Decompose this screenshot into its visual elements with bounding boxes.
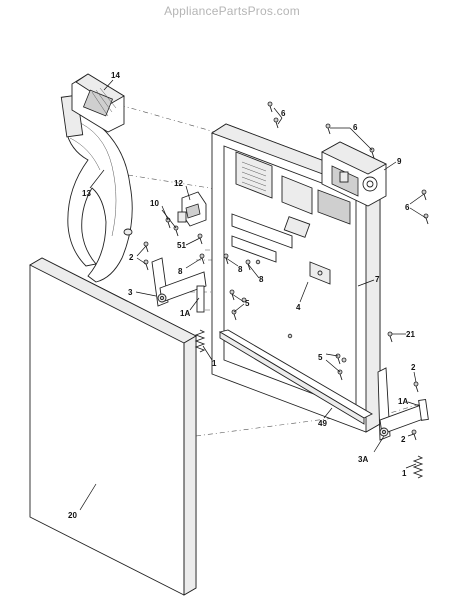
vent-duct [60, 94, 133, 283]
callout-3A: 3A [358, 455, 368, 464]
callout-12: 12 [174, 179, 183, 188]
outer-door-panel [29, 257, 197, 596]
leader-lines [79, 79, 427, 511]
callout-14: 14 [111, 71, 120, 80]
callout-4: 4 [296, 303, 301, 312]
vent-cover [71, 73, 125, 133]
callout-5-left: 5 [245, 299, 250, 308]
screw-6f [423, 213, 429, 225]
screw-6e [421, 189, 427, 201]
detergent-dispenser [321, 141, 387, 207]
callout-51: 51 [177, 241, 186, 250]
callout-5-right: 5 [318, 353, 323, 362]
callouts: 14 13 12 10 2 51 8 8 8 3 1A 1 6 6 6 9 7 … [68, 71, 416, 520]
screw-8c [245, 259, 251, 271]
left-hinge [151, 257, 207, 307]
callout-20: 20 [68, 511, 77, 520]
left-hinge-link [196, 285, 205, 313]
callout-2-right-top: 2 [411, 363, 416, 372]
screw-6b [273, 117, 279, 129]
callout-10: 10 [150, 199, 159, 208]
callout-2-left: 2 [129, 253, 134, 262]
right-hinge-spring [412, 455, 424, 479]
site-watermark: AppliancePartsPros.com [164, 4, 300, 18]
callout-6-right: 6 [405, 203, 410, 212]
right-hinge [377, 367, 427, 441]
callout-13: 13 [82, 189, 91, 198]
door-latch [177, 191, 207, 227]
callout-8-middle: 8 [238, 265, 243, 274]
callout-6-middle: 6 [353, 123, 358, 132]
screw-2b [143, 259, 149, 271]
callout-1-left: 1 [212, 359, 217, 368]
callout-7: 7 [375, 275, 380, 284]
callout-6-top: 6 [281, 109, 286, 118]
callout-2-right-bottom: 2 [401, 435, 406, 444]
callout-1A-left: 1A [180, 309, 190, 318]
callout-1A-right: 1A [398, 397, 408, 406]
screw-6c [325, 123, 331, 135]
callout-8-right: 8 [259, 275, 264, 284]
right-hinge-link [418, 399, 429, 421]
callout-3: 3 [128, 288, 133, 297]
screw-2d [411, 429, 417, 441]
screw-2c [413, 381, 419, 393]
dispenser-vent-grille [241, 161, 267, 192]
callout-1-right: 1 [402, 469, 407, 478]
screw-2a [143, 241, 149, 253]
screw-6a [267, 101, 273, 113]
callout-49: 49 [318, 419, 327, 428]
callout-8-left: 8 [178, 267, 183, 276]
screw-21 [387, 331, 393, 343]
callout-21: 21 [406, 330, 415, 339]
left-hinge-spring [194, 329, 206, 353]
bottom-trim-strip [218, 329, 373, 425]
callout-9: 9 [397, 157, 402, 166]
